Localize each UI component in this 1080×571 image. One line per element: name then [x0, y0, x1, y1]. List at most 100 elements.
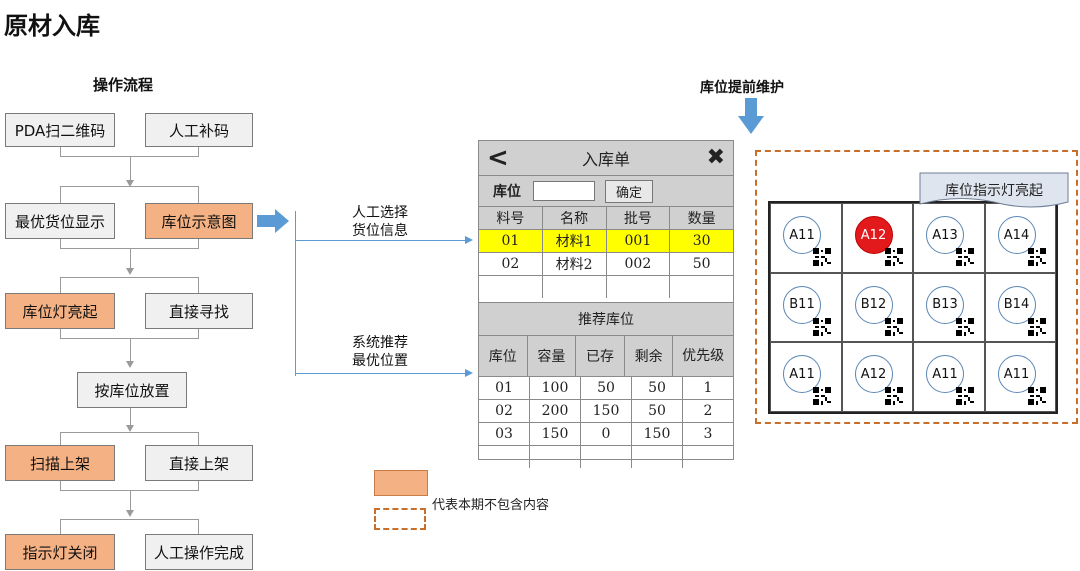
light-on-box: 库位灯亮起 — [5, 293, 115, 329]
table-cell: 2 — [703, 403, 713, 419]
col-header: 数量 — [687, 211, 716, 227]
pda-scan-box: PDA扫二维码 — [5, 113, 115, 147]
rec-col-header: 已存 — [576, 336, 625, 376]
slot-input[interactable] — [533, 181, 595, 201]
qr-code-icon — [956, 317, 974, 336]
qr-code-icon — [956, 387, 974, 406]
slot-label: A11 — [783, 216, 821, 254]
qr-code-icon — [1027, 387, 1046, 406]
table-cell: 03 — [479, 423, 530, 445]
confirm-button[interactable]: 确定 — [605, 179, 654, 203]
table-cell: 50 — [632, 400, 683, 422]
rec-row[interactable]: 03 150 0 150 3 — [479, 423, 733, 446]
qr-code-icon — [813, 248, 831, 266]
table-cell: 0 — [581, 423, 632, 445]
rec-row[interactable]: 02 200 150 50 2 — [479, 400, 733, 423]
connector-vertical — [295, 211, 296, 376]
maintenance-frame — [755, 150, 1078, 424]
table-cell: 100 — [530, 377, 581, 399]
slot-label: B12 — [854, 285, 893, 324]
legend-orange-swatch — [374, 470, 428, 496]
slot-label: A12 — [854, 216, 893, 254]
table-cell: 1 — [703, 380, 713, 396]
table-row[interactable]: 02 材料2 002 50 — [479, 253, 733, 276]
manual-select-label-1: 人工选择 — [352, 205, 408, 221]
legend-dashed-swatch — [374, 508, 426, 530]
rec-row[interactable]: 01 100 50 50 1 — [479, 377, 733, 400]
form-title: 入库单 — [581, 150, 630, 169]
system-rec-label-2: 最优位置 — [352, 353, 408, 369]
slot-label: A14 — [997, 216, 1036, 254]
blue-arrow-right-icon — [257, 209, 289, 233]
rec-col-header: 优先级 — [682, 347, 725, 364]
col-header: 名称 — [543, 207, 607, 229]
banner: 库位指示灯亮起 — [919, 172, 1069, 208]
rec-col-header: 容量 — [528, 336, 577, 376]
arrow-head-icon — [465, 236, 473, 244]
col-header: 料号 — [479, 207, 543, 229]
table-cell: 001 — [607, 230, 671, 252]
slot-label: B13 — [926, 285, 964, 324]
slot-label: A12 — [854, 355, 893, 394]
slot-label: A11 — [926, 355, 964, 394]
rec-col-header: 剩余 — [625, 336, 674, 376]
manual-select-label-2: 货位信息 — [352, 223, 408, 239]
direct-shelf-box: 直接上架 — [145, 445, 253, 481]
maintenance-heading: 库位提前维护 — [700, 80, 784, 96]
table-cell: 150 — [530, 423, 581, 445]
inbound-form: < 入库单 ✖ 库位 确定 料号 名称 批号 数量 01 材料1 001 30 … — [478, 140, 734, 468]
table-cell: 02 — [479, 253, 543, 275]
qr-code-icon — [884, 387, 903, 406]
table-cell: 50 — [632, 377, 683, 399]
slot-label: A13 — [926, 216, 964, 254]
table-cell: 01 — [479, 230, 543, 252]
direct-find-box: 直接寻找 — [145, 293, 253, 329]
table-cell: 材料1 — [543, 230, 607, 252]
page-title: 原材入库 — [4, 12, 100, 40]
slot-cell[interactable]: A11 — [770, 203, 842, 273]
place-by-slot-box: 按库位放置 — [77, 372, 187, 408]
table-cell: 150 — [632, 423, 683, 445]
table-cell: 200 — [530, 400, 581, 422]
slot-label: B14 — [997, 285, 1036, 324]
back-icon[interactable]: < — [487, 143, 509, 173]
table-cell: 01 — [479, 377, 530, 399]
slot-cell[interactable]: B14 — [984, 272, 1056, 343]
slot-cell[interactable]: A11 — [913, 342, 985, 412]
table-cell: 50 — [581, 377, 632, 399]
table-cell: 材料2 — [543, 253, 607, 275]
table-cell: 3 — [703, 426, 713, 442]
arrow-head-icon — [465, 369, 473, 377]
slot-cell[interactable]: B12 — [841, 272, 913, 343]
qr-code-icon — [884, 317, 903, 336]
close-icon[interactable]: ✖ — [706, 145, 725, 170]
rec-col-header: 库位 — [479, 336, 528, 376]
slot-diagram-box: 库位示意图 — [145, 203, 253, 239]
system-rec-label-1: 系统推荐 — [352, 335, 408, 351]
qr-code-icon — [1027, 248, 1046, 266]
slot-label: A11 — [783, 355, 821, 394]
manual-done-box: 人工操作完成 — [145, 534, 253, 570]
slot-cell[interactable]: A11 — [984, 342, 1056, 412]
table-row[interactable]: 01 材料1 001 30 — [479, 230, 733, 253]
rec-title: 推荐库位 — [479, 302, 733, 336]
table-cell: 30 — [692, 233, 711, 249]
flow-heading: 操作流程 — [93, 76, 154, 94]
table-cell: 150 — [581, 400, 632, 422]
legend-text: 代表本期不包含内容 — [432, 498, 550, 513]
slot-label: A11 — [997, 355, 1036, 394]
blue-arrow-down-icon — [738, 98, 764, 134]
slot-cell[interactable]: A12 — [841, 203, 913, 273]
qr-code-icon — [813, 387, 831, 406]
slot-cell[interactable]: A11 — [770, 342, 842, 412]
table-cell: 02 — [479, 400, 530, 422]
best-slot-box: 最优货位显示 — [5, 203, 115, 239]
qr-code-icon — [813, 317, 831, 336]
slot-cell[interactable]: A13 — [913, 203, 985, 273]
slot-cell[interactable]: B13 — [913, 272, 985, 343]
col-header: 批号 — [607, 207, 671, 229]
slot-cell[interactable]: A14 — [984, 203, 1056, 273]
slot-cell[interactable]: A12 — [841, 342, 913, 412]
slot-cell[interactable]: B11 — [770, 272, 842, 343]
